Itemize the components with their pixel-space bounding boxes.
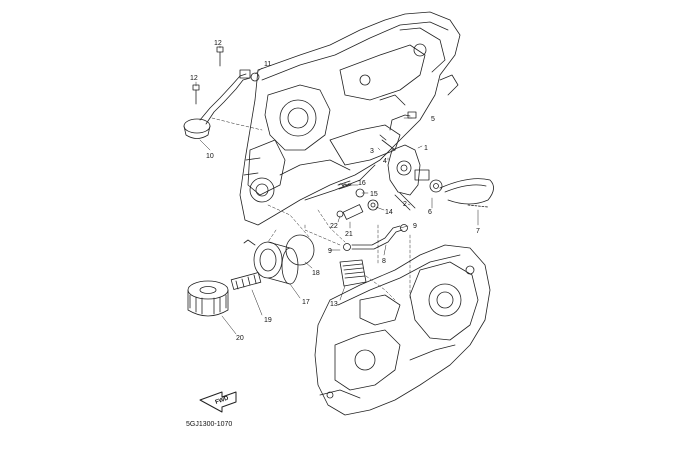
part-number-12-left: 12 [190, 75, 198, 82]
part-number-2: 2 [403, 201, 407, 208]
lower-crankcase [314, 244, 491, 416]
oil-pump-assembly [379, 111, 443, 211]
part-number-labels: 1 2 3 4 5 6 7 8 9 9 10 11 12 12 13 14 15… [190, 40, 480, 342]
part-number-5: 5 [431, 116, 435, 123]
oil-strainer-screen [339, 259, 367, 287]
part-number-6: 6 [428, 209, 432, 216]
part-number-22: 22 [330, 223, 338, 230]
oil-pipe [343, 224, 408, 251]
oil-strainer-assembly [183, 46, 260, 139]
part-number-10: 10 [206, 153, 214, 160]
part-number-9-left: 9 [328, 248, 332, 255]
part-number-16: 16 [358, 180, 366, 187]
part-number-20: 20 [236, 335, 244, 342]
fwd-label: FWD [215, 395, 231, 406]
part-number-13: 13 [330, 301, 338, 308]
part-number-8: 8 [382, 258, 386, 265]
part-number-11: 11 [264, 61, 271, 68]
fwd-arrow [199, 391, 237, 413]
part-number-4: 4 [383, 158, 387, 165]
part-number-15: 15 [370, 191, 378, 198]
part-number-12-top: 12 [214, 40, 222, 47]
diagram-code: 5GJ1300-1070 [186, 421, 232, 428]
part-number-7: 7 [476, 228, 480, 235]
part-number-19: 19 [264, 317, 272, 324]
leader-lines [195, 45, 479, 335]
part-number-18: 18 [312, 270, 320, 277]
relief-valve-parts [336, 180, 379, 220]
part-number-17: 17 [302, 299, 310, 306]
oil-filter [187, 280, 229, 317]
union-bolt [230, 272, 262, 290]
upper-crankcase [239, 11, 461, 226]
part-number-21: 21 [345, 231, 353, 238]
part-number-3: 3 [370, 148, 374, 155]
drive-chain [439, 178, 494, 208]
part-number-9-right: 9 [413, 223, 417, 230]
part-number-14: 14 [385, 209, 393, 216]
part-number-1: 1 [424, 145, 428, 152]
